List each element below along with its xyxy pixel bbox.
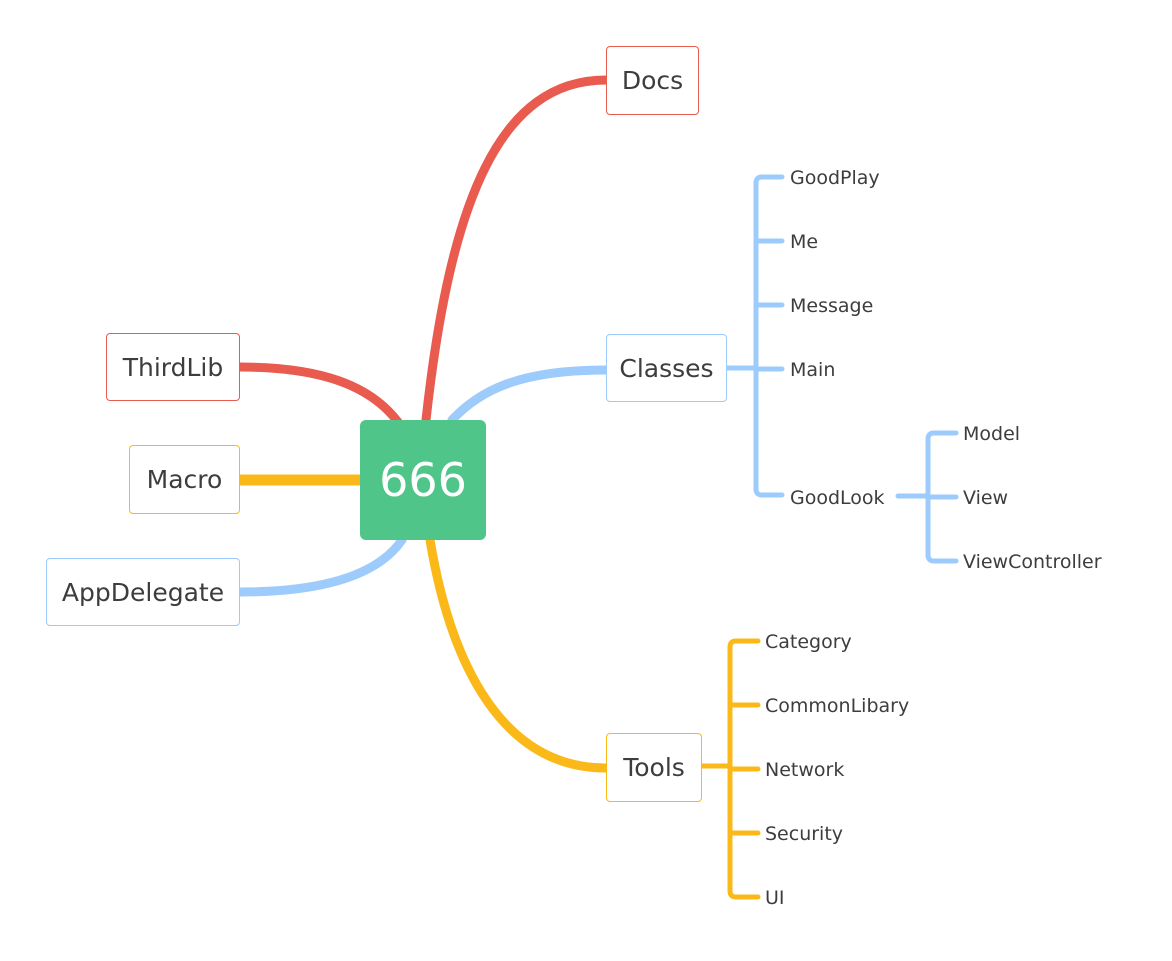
topic-tools-label: Tools	[623, 753, 685, 782]
connector-appdelegate	[235, 535, 407, 597]
connector-classes	[447, 365, 611, 425]
topic-thirdlib-label: ThirdLib	[122, 352, 224, 382]
subtopic-goodplay[interactable]: GoodPlay	[790, 167, 880, 189]
subtopic-security[interactable]: Security	[765, 823, 844, 845]
topic-macro[interactable]: Macro	[129, 445, 240, 514]
subtopic-ui[interactable]: UI	[765, 887, 785, 909]
topic-appdelegate[interactable]: AppDelegate	[46, 558, 240, 626]
connector-docs	[421, 75, 611, 425]
topic-thirdlib[interactable]: ThirdLib	[106, 333, 240, 401]
topic-docs[interactable]: Docs	[606, 46, 699, 115]
topic-appdelegate-label: AppDelegate	[61, 577, 225, 607]
subtopic-network[interactable]: Network	[765, 759, 845, 781]
root-node[interactable]: 666	[360, 420, 486, 540]
subtopic-goodlook[interactable]: GoodLook	[790, 487, 885, 509]
topic-tools[interactable]: Tools	[606, 733, 702, 802]
subtopic-view[interactable]: View	[963, 487, 1009, 509]
topic-docs-label: Docs	[621, 66, 684, 95]
subtopic-main[interactable]: Main	[790, 359, 836, 381]
topic-macro-label: Macro	[146, 465, 223, 494]
subtopic-commonlibary[interactable]: CommonLibary	[765, 695, 910, 717]
subtopic-model[interactable]: Model	[963, 423, 1021, 445]
tools-bracket	[699, 638, 761, 900]
subtopic-category[interactable]: Category	[765, 631, 852, 653]
topic-classes[interactable]: Classes	[606, 334, 727, 402]
subtopic-me[interactable]: Me	[790, 231, 819, 253]
connector-tools	[425, 535, 611, 773]
subtopic-message[interactable]: Message	[790, 295, 874, 317]
subtopic-viewcontroller[interactable]: ViewController	[963, 551, 1102, 573]
root-label: 666	[379, 453, 467, 507]
classes-bracket	[723, 174, 959, 564]
connector-thirdlib	[235, 362, 403, 427]
topic-classes-label: Classes	[619, 353, 714, 383]
